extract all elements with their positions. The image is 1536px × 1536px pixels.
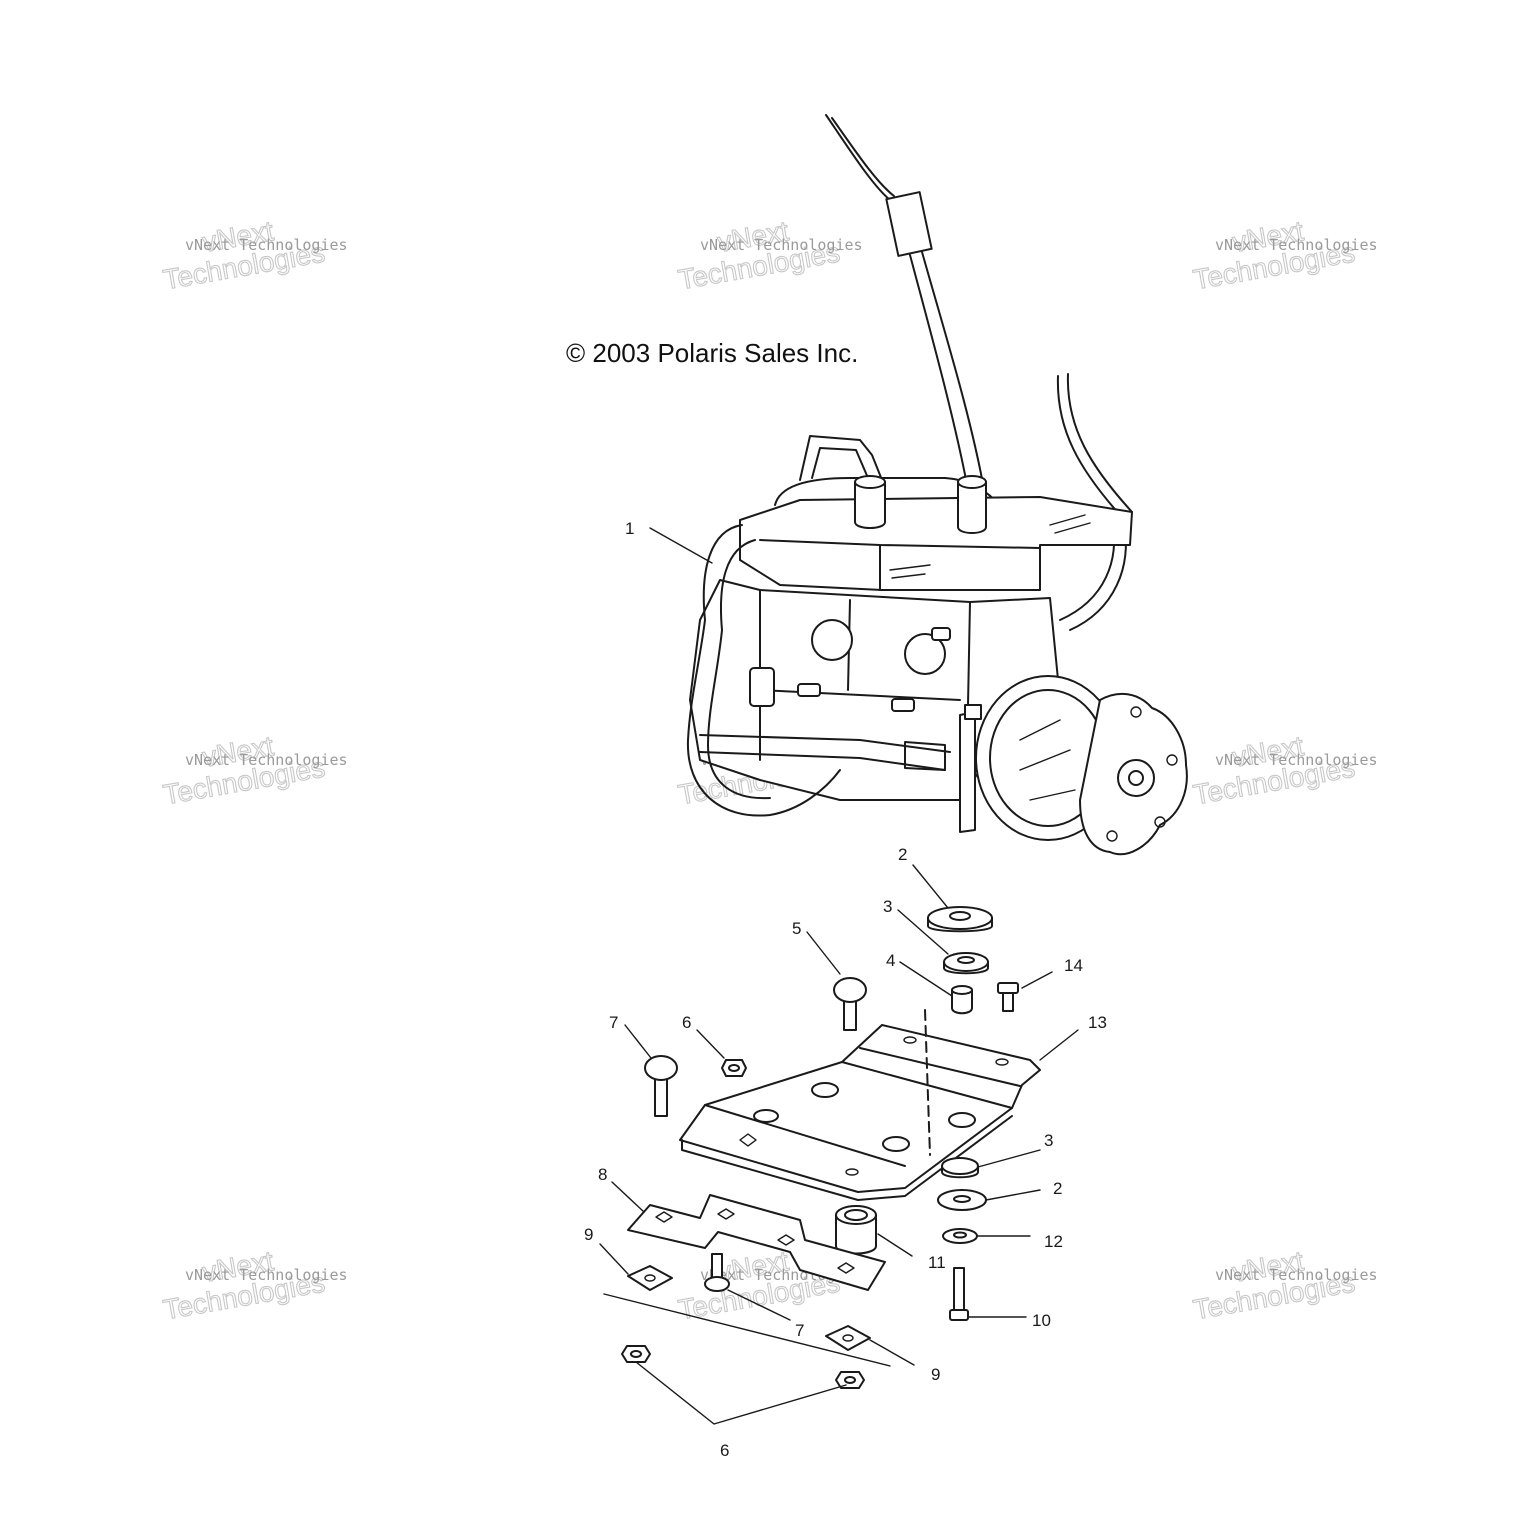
alignment-line bbox=[603, 1293, 891, 1367]
callout-7-lower: 7 bbox=[795, 1321, 804, 1340]
callout-14: 14 bbox=[1064, 956, 1083, 975]
callout-10: 10 bbox=[1032, 1311, 1051, 1330]
svg-text:vNext Technologies: vNext Technologies bbox=[185, 236, 348, 254]
part-7-carriage-bolt-lower bbox=[704, 1253, 730, 1292]
part-9-square-plate-upper bbox=[627, 1265, 673, 1291]
watermark: Technologies vNext vNext Technologies bbox=[1190, 215, 1378, 296]
part-8-strap-bracket bbox=[627, 1194, 886, 1291]
callout-5: 5 bbox=[792, 919, 801, 938]
part-6-nut-lower-left bbox=[621, 1345, 651, 1363]
part-2-upper-washer bbox=[927, 906, 993, 933]
svg-text:vNext Technologies: vNext Technologies bbox=[185, 1266, 348, 1284]
callout-3-upper: 3 bbox=[883, 897, 892, 916]
part-7-carriage-bolt-upper bbox=[644, 1055, 678, 1117]
callout-1: 1 bbox=[625, 519, 634, 538]
part-6-nut-upper bbox=[721, 1059, 747, 1077]
callout-13: 13 bbox=[1088, 1013, 1107, 1032]
callout-6-lower: 6 bbox=[720, 1441, 729, 1460]
callout-labels: 1 2 3 4 5 14 7 6 13 3 2 8 12 9 11 7 10 9… bbox=[584, 519, 1107, 1460]
watermark: Technologies vNext vNext Technologies bbox=[1190, 730, 1378, 811]
leader-lines bbox=[599, 527, 1079, 1425]
part-5-carriage-bolt bbox=[833, 977, 867, 1031]
svg-text:vNext Technologies: vNext Technologies bbox=[1215, 1266, 1378, 1284]
watermark: Technologies vNext vNext Technologies bbox=[160, 215, 348, 296]
svg-text:vNext Technologies: vNext Technologies bbox=[1215, 751, 1378, 769]
part-12-flat-washer bbox=[942, 1228, 978, 1244]
watermark: Technologies vNext vNext Technologies bbox=[160, 730, 348, 811]
copyright-text: © 2003 Polaris Sales Inc. bbox=[566, 338, 858, 368]
engine-assembly bbox=[686, 114, 1188, 856]
part-3-lower-grommet bbox=[941, 1157, 979, 1179]
callout-3-lower: 3 bbox=[1044, 1131, 1053, 1150]
svg-text:vNext Technologies: vNext Technologies bbox=[700, 236, 863, 254]
watermark: Technologies vNext vNext Technologies bbox=[675, 215, 863, 296]
part-13-mount-plate bbox=[679, 1009, 1041, 1201]
part-3-upper-grommet bbox=[943, 952, 989, 975]
callout-12: 12 bbox=[1044, 1232, 1063, 1251]
callout-2-upper: 2 bbox=[898, 845, 907, 864]
callout-7-upper: 7 bbox=[609, 1013, 618, 1032]
part-4-spacer bbox=[951, 985, 973, 1015]
callout-11: 11 bbox=[928, 1253, 946, 1272]
part-2-lower-washer bbox=[937, 1189, 987, 1211]
callout-6-upper: 6 bbox=[682, 1013, 691, 1032]
watermark: Technologies vNext vNext Technologies bbox=[160, 1245, 348, 1326]
callout-4: 4 bbox=[886, 951, 895, 970]
watermark: Technologies vNext vNext Technologies bbox=[1190, 1245, 1378, 1326]
svg-text:vNext Technologies: vNext Technologies bbox=[1215, 236, 1378, 254]
part-14-bolt bbox=[997, 982, 1019, 1012]
callout-8: 8 bbox=[598, 1165, 607, 1184]
part-11-bushing bbox=[835, 1205, 877, 1255]
part-10-long-bolt bbox=[949, 1267, 969, 1321]
svg-text:vNext Technologies: vNext Technologies bbox=[185, 751, 348, 769]
callout-9-upper: 9 bbox=[584, 1225, 593, 1244]
part-9-square-plate-lower bbox=[825, 1325, 871, 1351]
callout-9-lower: 9 bbox=[931, 1365, 940, 1384]
part-6-nut-lower-right bbox=[835, 1371, 865, 1389]
callout-2-lower: 2 bbox=[1053, 1179, 1062, 1198]
